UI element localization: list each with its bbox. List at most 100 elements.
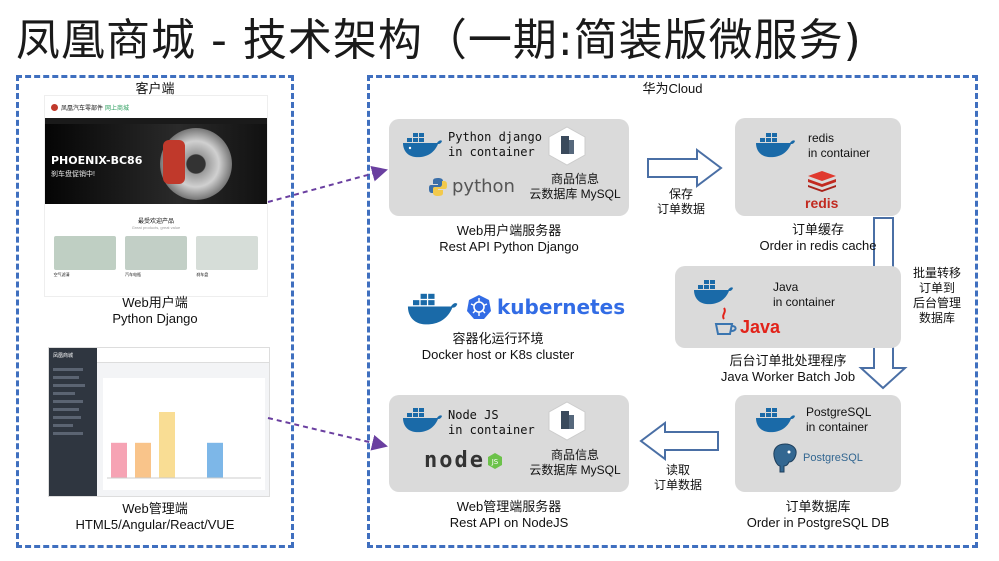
read-arrow-shape	[639, 421, 719, 461]
admin-brand: 凤凰商城	[53, 353, 74, 359]
client-to-django-connector	[267, 165, 388, 203]
java-container-box	[675, 266, 901, 348]
java-logo-text: Java	[740, 317, 781, 337]
node-container-box	[389, 395, 629, 492]
node-label: Node JS in container	[448, 408, 535, 438]
product-name: 刹车盘	[196, 272, 209, 277]
batch-arrow-line2: 订单到	[918, 281, 955, 295]
admin-chart-bar	[207, 442, 223, 478]
postgres-label-line1: PostgreSQL	[806, 405, 872, 419]
air-filter-image	[53, 236, 116, 270]
admin-sidebar: 凤凰商城	[49, 348, 97, 496]
postgres-caption-line2: Order in PostgreSQL DB	[746, 515, 890, 530]
nodejs-logo: node JS	[424, 448, 503, 473]
postgres-label-line2: in container	[806, 420, 869, 434]
banner-title: PHOENIX-BC86	[51, 154, 143, 167]
site-nav	[45, 118, 267, 124]
k8s-caption: 容器化运行环境 Docker host or K8s cluster	[398, 331, 598, 363]
django-container-box	[389, 119, 629, 216]
save-arrow-line1: 保存	[668, 187, 693, 201]
node-label-line1: Node JS	[448, 408, 499, 422]
node-caption: Web管理端服务器 Rest API on NodeJS	[389, 499, 629, 531]
django-db-line2: 云数据库 MySQL	[529, 187, 621, 201]
django-label: Python django in container	[448, 130, 542, 160]
batch-arrow-line3: 后台管理	[912, 296, 961, 310]
redis-caption-line2: Order in redis cache	[759, 238, 877, 253]
node-caption-line2: Rest API on NodeJS	[449, 515, 569, 530]
site-brand: 凤凰汽车零部件	[61, 105, 104, 112]
django-caption-line1: Web用户端服务器	[456, 223, 562, 238]
django-caption: Web用户端服务器 Rest API Python Django	[389, 223, 629, 255]
section-title: 最受欢迎产品	[137, 219, 174, 225]
product-name: 空气滤清	[53, 272, 70, 277]
java-label: Java in container	[773, 280, 835, 310]
postgres-label: PostgreSQL in container	[806, 405, 871, 435]
k8s-caption-line1: 容器化运行环境	[452, 331, 544, 346]
admin-topbar	[97, 348, 269, 363]
django-label-line2: in container	[448, 145, 535, 159]
product-card: 空气滤清	[53, 236, 116, 278]
admin-chart-bar	[159, 412, 175, 478]
cloud-region	[367, 75, 978, 548]
web-client-caption-line1: Web用户端	[122, 295, 188, 310]
node-db-line1: 商品信息	[550, 448, 599, 462]
admin-client-screenshot: 凤凰商城	[48, 347, 270, 497]
python-logo: python	[428, 176, 515, 197]
docker-icon	[692, 277, 734, 307]
nodejs-logo-text: node	[424, 448, 485, 473]
redis-label-line2: in container	[808, 146, 871, 160]
banner-subtitle: 刹车盘促销中!	[51, 171, 95, 178]
java-caption-line2: Java Worker Batch Job	[720, 369, 856, 384]
docker-icon	[405, 290, 459, 328]
java-caption: 后台订单批处理程序 Java Worker Batch Job	[675, 353, 901, 385]
kubernetes-logo: kubernetes	[466, 294, 625, 320]
site-banner: PHOENIX-BC86 刹车盘促销中!	[45, 124, 267, 204]
postgres-logo-text: PostgreSQL	[803, 452, 863, 464]
django-caption-line2: Rest API Python Django	[439, 239, 579, 254]
java-cup-icon	[714, 307, 737, 335]
node-label-line2: in container	[448, 423, 535, 437]
batch-arrow-line4: 数据库	[918, 311, 955, 325]
redis-label: redis in container	[808, 131, 870, 161]
save-arrow-shape	[647, 148, 723, 188]
batch-arrow-line1: 批量转移	[912, 266, 961, 280]
site-brand-tag: 网上商城	[105, 105, 130, 112]
brake-caliper-image	[163, 140, 185, 184]
client-region-label: 客户端	[135, 81, 175, 96]
site-logo-icon	[51, 103, 58, 111]
k8s-caption-line2: Docker host or K8s cluster	[421, 347, 575, 362]
postgres-container-box	[735, 395, 901, 492]
web-client-caption: Web用户端 Python Django	[30, 295, 280, 327]
java-logo: Java	[712, 306, 780, 338]
kubernetes-icon	[467, 295, 491, 319]
save-arrow-label: 保存 订单数据	[648, 187, 714, 217]
web-client-screenshot: 凤凰汽车零部件 网上商城 PHOENIX-BC86 刹车盘促销中! 最受欢迎产品…	[44, 95, 268, 297]
docker-icon	[401, 130, 443, 160]
product-name: 汽车电瓶	[124, 272, 141, 277]
admin-bar-chart	[107, 412, 261, 479]
java-label-line2: in container	[773, 295, 836, 309]
docker-icon	[401, 405, 443, 435]
django-db-line1: 商品信息	[550, 172, 599, 186]
web-client-caption-line2: Python Django	[112, 311, 198, 326]
django-db-label: 商品信息 云数据库 MySQL	[528, 172, 622, 202]
redis-logo-text: redis	[805, 195, 839, 211]
redis-label-line1: redis	[808, 131, 835, 145]
client-region	[16, 75, 294, 548]
admin-chart-bar	[111, 442, 127, 478]
batch-arrow-label: 批量转移 订单到 后台管理 数据库	[906, 266, 968, 326]
page-title: 凤凰商城 - 技术架构（一期:简装版微服务)	[16, 15, 862, 66]
node-caption-line1: Web管理端服务器	[456, 499, 562, 514]
java-caption-line1: 后台订单批处理程序	[729, 353, 847, 368]
product-card: 汽车电瓶	[124, 236, 187, 278]
svg-text:JS: JS	[491, 458, 499, 466]
mysql-db-icon	[545, 401, 589, 446]
docker-icon	[754, 405, 796, 435]
admin-to-node-connector	[267, 417, 388, 451]
read-arrow-line1: 读取	[665, 463, 690, 477]
admin-chart-card	[103, 378, 265, 490]
kubernetes-logo-text: kubernetes	[497, 295, 626, 319]
admin-chart-bar	[135, 442, 151, 478]
docker-icon	[754, 130, 796, 160]
admin-client-caption-line1: Web管理端	[122, 501, 188, 516]
